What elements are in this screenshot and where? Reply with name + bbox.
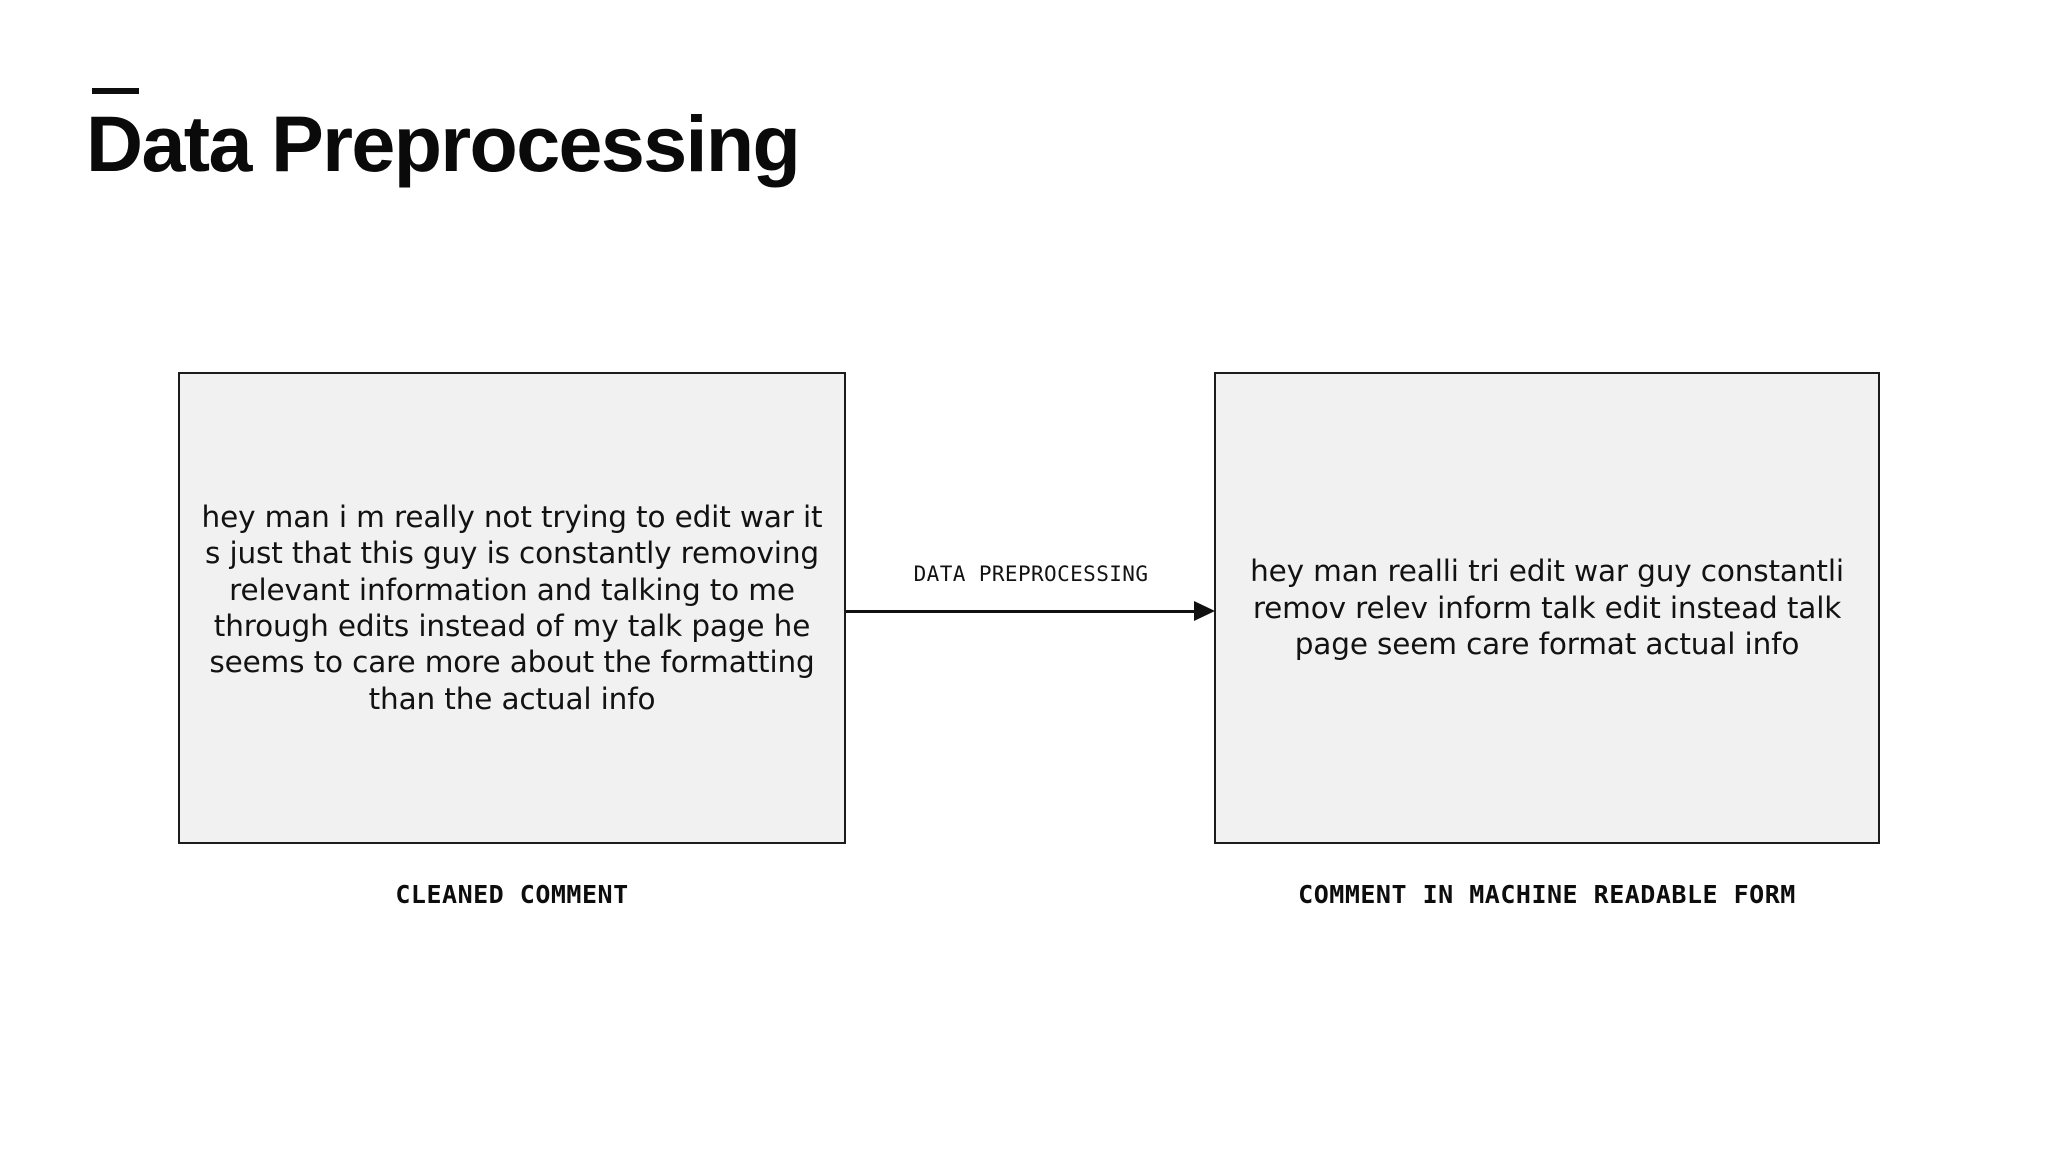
arrow-label: DATA PREPROCESSING [913, 562, 1149, 586]
arrow-head-icon [1194, 601, 1215, 621]
machine-readable-comment-caption: COMMENT IN MACHINE READABLE FORM [1298, 880, 1796, 909]
preprocessing-arrow [846, 596, 1216, 628]
cleaned-comment-caption: CLEANED COMMENT [395, 880, 629, 909]
machine-readable-comment-box: hey man realli tri edit war guy constant… [1214, 372, 1880, 844]
cleaned-comment-box: hey man i m really not trying to edit wa… [178, 372, 846, 844]
arrow-line [846, 610, 1198, 613]
page-title: Data Preprocessing [86, 99, 801, 188]
title-dash-accent [92, 88, 139, 94]
machine-readable-comment-text: hey man realli tri edit war guy constant… [1250, 554, 1844, 662]
cleaned-comment-text: hey man i m really not trying to edit wa… [201, 499, 823, 716]
